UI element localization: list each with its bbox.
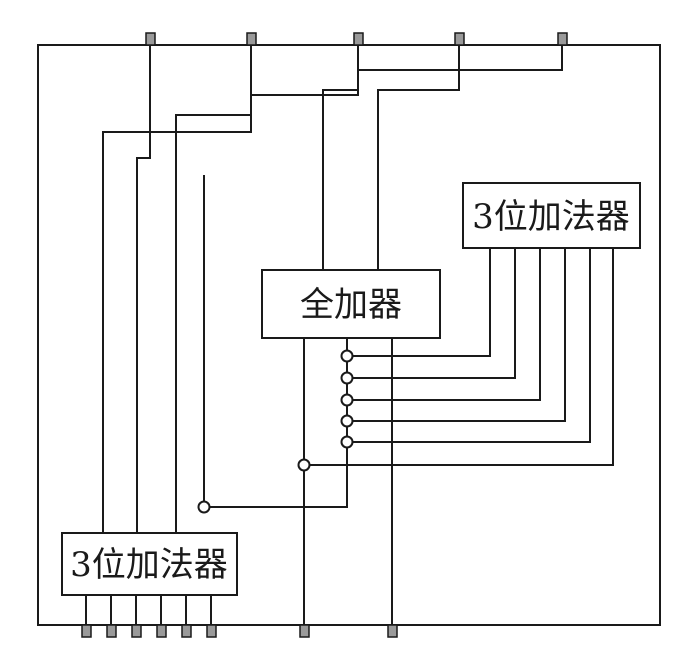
adder-3bit-bottom-box — [61, 532, 238, 596]
bottom-pins — [81, 624, 398, 638]
adder-3bit-top-box — [462, 182, 641, 249]
junction-4 — [340, 414, 354, 428]
adder-top-output-bus — [309, 248, 614, 507]
adder-bottom-output-stubs — [85, 595, 212, 625]
bus-line-4 — [352, 248, 566, 422]
bus-line-6 — [309, 248, 614, 466]
wire-top-5 — [377, 40, 563, 270]
wire-top-1 — [102, 40, 151, 533]
junction-1 — [340, 349, 354, 363]
bottom-pin-2 — [106, 624, 117, 638]
outer-frame — [37, 44, 661, 626]
bus-line-2 — [352, 248, 516, 379]
junction-2 — [340, 371, 354, 385]
full-adder-label: 全加器 — [300, 285, 402, 325]
bus-line-1 — [352, 248, 491, 357]
top-input-wires — [102, 40, 563, 533]
top-pins — [145, 32, 568, 46]
adder-3bit-bottom-label: 3位加法器 — [70, 545, 228, 585]
top-pin-2 — [246, 32, 257, 46]
full-adder-box — [261, 269, 441, 339]
junction-7 — [197, 500, 211, 514]
bottom-pin-7 — [299, 624, 310, 638]
adder-3bit-top-block: 3位加法器 — [462, 182, 641, 249]
junction-5 — [340, 435, 354, 449]
wire-top-4 — [322, 40, 460, 270]
junctions — [197, 349, 354, 514]
junction-3 — [340, 393, 354, 407]
top-pin-1 — [145, 32, 156, 46]
bottom-pin-1 — [81, 624, 92, 638]
bus-line-5 — [352, 248, 591, 443]
full-adder-block: 全加器 — [261, 269, 441, 339]
wire-carry-link — [209, 363, 348, 508]
junction-6 — [297, 458, 311, 472]
bottom-pin-3 — [131, 624, 142, 638]
bottom-pin-5 — [181, 624, 192, 638]
top-pin-3 — [353, 32, 364, 46]
bus-line-3 — [352, 248, 541, 401]
wire-top-2 — [136, 40, 252, 533]
adder-3bit-bottom-block: 3位加法器 — [61, 532, 238, 596]
top-pin-4 — [454, 32, 465, 46]
top-pin-5 — [557, 32, 568, 46]
bottom-pin-4 — [156, 624, 167, 638]
bottom-pin-6 — [206, 624, 217, 638]
adder-3bit-top-label: 3位加法器 — [472, 197, 630, 237]
bottom-pin-8 — [387, 624, 398, 638]
